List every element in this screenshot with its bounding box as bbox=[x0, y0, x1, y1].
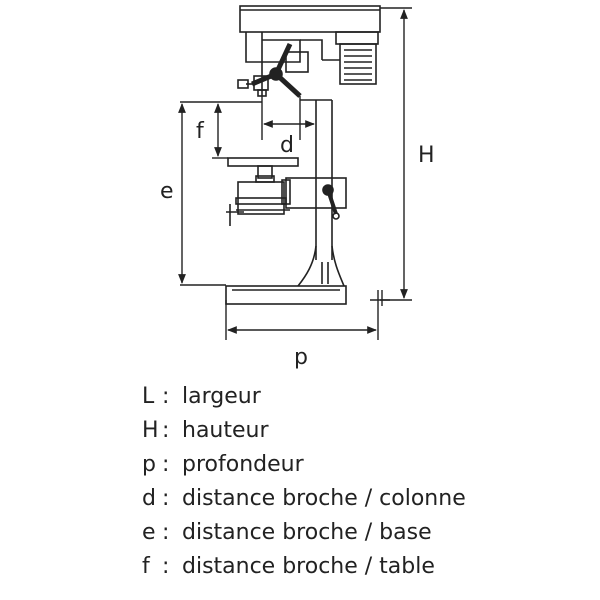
drill-press-drawing bbox=[225, 5, 381, 305]
legend-symbol: H bbox=[142, 418, 159, 443]
legend-symbol: e bbox=[142, 520, 156, 545]
legend-description: distance broche / base bbox=[182, 520, 432, 545]
label-p: p bbox=[294, 345, 308, 370]
legend-symbol: f bbox=[142, 554, 150, 579]
legend-item: d: distance broche / colonne bbox=[142, 482, 466, 516]
legend-description: largeur bbox=[182, 384, 261, 409]
dimension-labels: H p d e f bbox=[160, 119, 435, 370]
legend-separator: : bbox=[162, 554, 170, 579]
legend-description: distance broche / colonne bbox=[182, 486, 466, 511]
legend-description: hauteur bbox=[182, 418, 269, 443]
dimension-lines bbox=[178, 7, 412, 340]
label-H: H bbox=[418, 143, 435, 168]
legend-separator: : bbox=[162, 452, 170, 477]
legend-separator: : bbox=[162, 520, 170, 545]
legend-item: e: distance broche / base bbox=[142, 516, 466, 550]
legend-item: L: largeur bbox=[142, 380, 466, 414]
legend-separator: : bbox=[162, 384, 170, 409]
drill-press-diagram: H p d e f bbox=[160, 5, 435, 370]
label-d: d bbox=[280, 133, 294, 158]
legend-item: H: hauteur bbox=[142, 414, 466, 448]
legend-symbol: p bbox=[142, 452, 156, 477]
legend-separator: : bbox=[162, 486, 170, 511]
legend-item: p: profondeur bbox=[142, 448, 466, 482]
label-f: f bbox=[196, 119, 205, 144]
legend-item: f: distance broche / table bbox=[142, 550, 466, 584]
legend-symbol: L bbox=[142, 384, 155, 409]
legend-separator: : bbox=[162, 418, 170, 443]
legend-symbol: d bbox=[142, 486, 156, 511]
legend-description: profondeur bbox=[182, 452, 304, 477]
legend-description: distance broche / table bbox=[182, 554, 435, 579]
label-e: e bbox=[160, 179, 174, 204]
